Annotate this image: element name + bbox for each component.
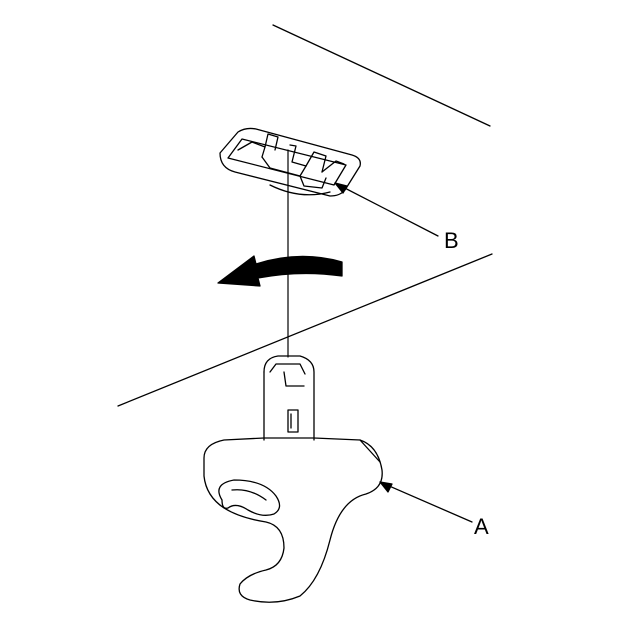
leader-arrowhead-b [334, 182, 348, 194]
panel-edge-line-top [272, 24, 491, 127]
leader-line-b [334, 182, 439, 237]
callout-label-a: A [474, 514, 489, 539]
panel-edge-line-lower [117, 253, 493, 407]
leader-line-a [379, 481, 473, 523]
hook-a [203, 355, 383, 603]
rotation-arrow [217, 255, 343, 287]
holder-b [219, 127, 361, 197]
leader-arrowhead-a [379, 481, 393, 493]
callout-label-b: B [444, 228, 459, 253]
